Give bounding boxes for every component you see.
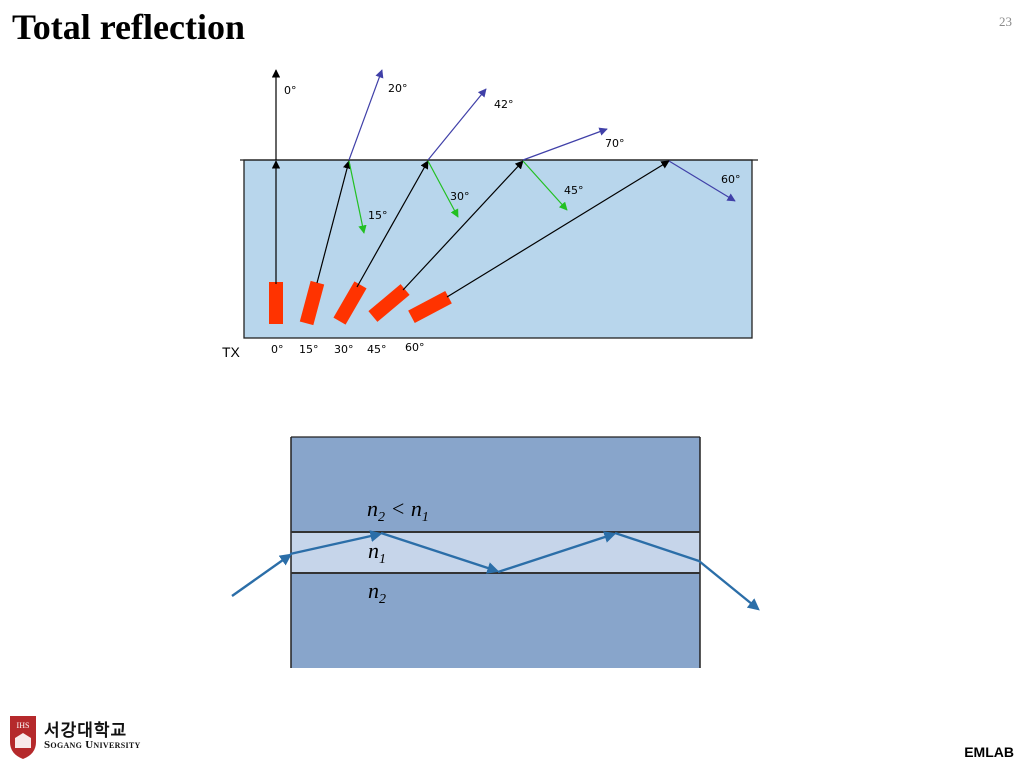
tx-angle-15: 15°	[299, 343, 319, 356]
transmitted-label-0: 0°	[284, 84, 297, 97]
seal-text: IHS	[17, 721, 30, 730]
transmitted-ray-70	[522, 127, 608, 161]
logo-english: Sogang University	[44, 739, 141, 751]
label-n2-lt-n1: n2​ < n1​	[367, 496, 429, 525]
light-ray-out	[698, 560, 760, 611]
transducer-0	[269, 282, 283, 324]
tx-angle-30: 30°	[334, 343, 354, 356]
tx-angle-0: 0°	[271, 343, 284, 356]
cladding-bottom	[291, 573, 700, 668]
reflected-ray-45	[522, 160, 568, 211]
light-ray-3	[497, 531, 617, 574]
university-logo: IHS 서강대학교 Sogang University	[8, 712, 208, 762]
label-n2: n2​	[368, 578, 386, 607]
reflected-label-15: 15°	[368, 209, 388, 222]
tx-label: TX	[222, 344, 241, 360]
reflected-label-30: 30°	[450, 190, 470, 203]
reflected-ray-60	[668, 160, 736, 202]
footer-label: EMLAB	[964, 744, 1014, 760]
light-ray-in	[231, 553, 292, 597]
waveguide-diagram: n2​ < n1​ n1​ n2​	[231, 436, 760, 668]
reflected-label-60: 60°	[721, 173, 741, 186]
transducer-45	[368, 284, 410, 322]
transducer-15	[299, 280, 325, 326]
seal-icon: IHS	[10, 716, 36, 759]
light-ray-4	[614, 531, 700, 563]
tx-angle-60: 60°	[405, 341, 425, 354]
logo-korean: 서강대학교	[44, 721, 128, 740]
core-layer	[291, 532, 700, 573]
transmitted-ray-20	[348, 69, 384, 161]
transmitted-label-20: 20°	[388, 82, 408, 95]
cladding-top	[291, 437, 700, 532]
tx-angle-45: 45°	[367, 343, 387, 356]
transmitted-ray-42	[427, 88, 487, 161]
reflected-label-45: 45°	[564, 184, 584, 197]
incident-ray-45	[402, 160, 524, 291]
slide-title: Total reflection	[12, 7, 245, 47]
transmitted-label-42: 42°	[494, 98, 514, 111]
transducer-30	[333, 281, 367, 325]
reflected-ray-15	[348, 160, 367, 234]
transmitted-label-70: 70°	[605, 137, 625, 150]
incident-ray-60	[446, 160, 670, 298]
reflected-ray-30	[427, 160, 459, 218]
incident-ray-30	[356, 160, 429, 288]
refraction-diagram: 0° 20° 42° 70° 60° 15° 30° 45° TX 0° 15°…	[222, 69, 758, 360]
light-ray-1	[289, 530, 383, 556]
page-number: 23	[999, 14, 1012, 29]
water-tank	[243, 159, 753, 339]
label-n1: n1​	[368, 538, 386, 567]
transducer-60	[408, 290, 452, 324]
light-ray-2	[380, 531, 500, 574]
incident-ray-15	[316, 160, 352, 284]
